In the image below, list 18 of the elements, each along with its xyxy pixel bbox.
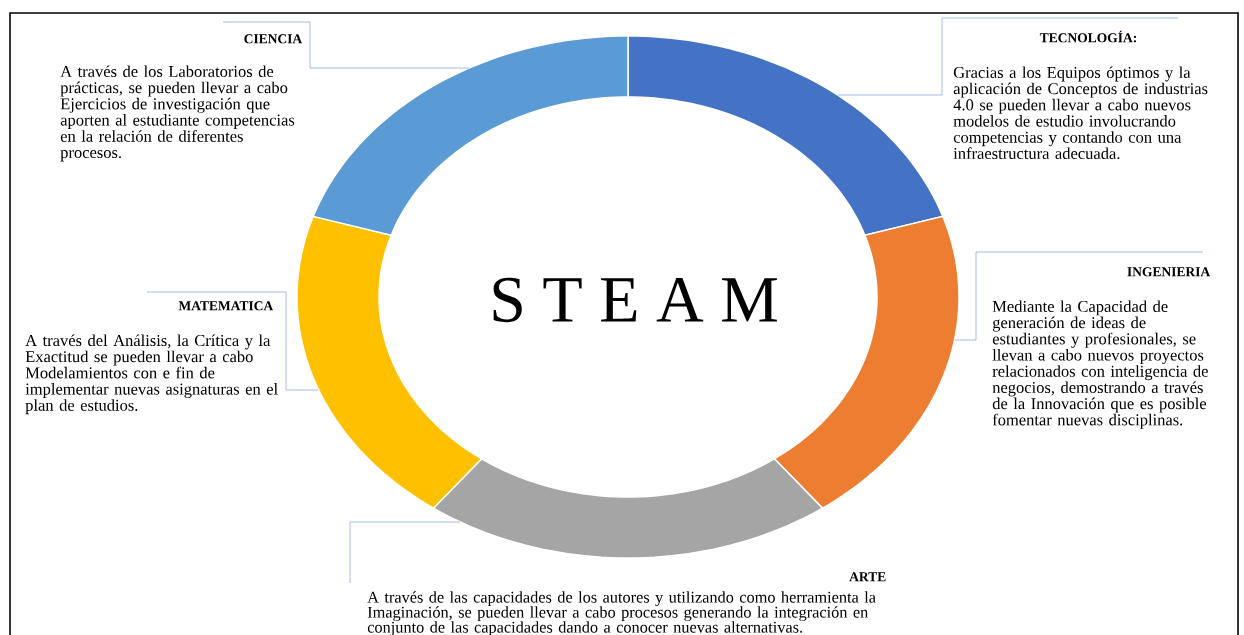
callout-heading: TECNOLOGÍA: bbox=[1039, 30, 1136, 43]
ring-segment bbox=[296, 215, 483, 510]
callout-text: Gracias a los Equipos óptimos y la aplicación de Conceptos de industrias 4.0 se pueden llevar a cabo nuevos modelos de estudio involucrando competencias y contando con una infraestructura adecuada. bbox=[953, 66, 1208, 160]
callout-heading: INGENIERIA bbox=[1127, 267, 1211, 277]
leader-line bbox=[837, 17, 1179, 96]
callout-heading: MATEMATICA bbox=[178, 301, 274, 311]
ring-segment bbox=[432, 457, 824, 559]
callout-text: Mediante la Capacidad de generación de ideas de estudiantes y profesionales, se llevan a cabo nuevos proyectos relacionados con inteligencia de negocios, demostrando a través de la Innovación que es posible fomentar nuevas disciplinas. bbox=[992, 300, 1208, 429]
callout-heading: CIENCIA bbox=[244, 34, 303, 44]
callout-text: A través de los Laboratorios de prácticas, se pueden llevar a cabo Ejercicios de investigación que aporten al estudiante competencias en la relación de diferentes procesos. bbox=[60, 65, 295, 162]
leader-line bbox=[954, 251, 1204, 341]
leader-line bbox=[146, 291, 319, 391]
leader-line bbox=[349, 521, 461, 584]
center-title: S T E A M bbox=[493, 277, 777, 323]
callout-text: A través del Análisis, la Crítica y la Exactitud se pueden llevar a cabo Modelamientos con e fin de implementar nuevas asignaturas en el plan de estudios. bbox=[25, 334, 278, 415]
callout-heading: ARTE bbox=[849, 572, 886, 582]
leader-line bbox=[222, 21, 470, 69]
ring-segment bbox=[312, 35, 629, 237]
